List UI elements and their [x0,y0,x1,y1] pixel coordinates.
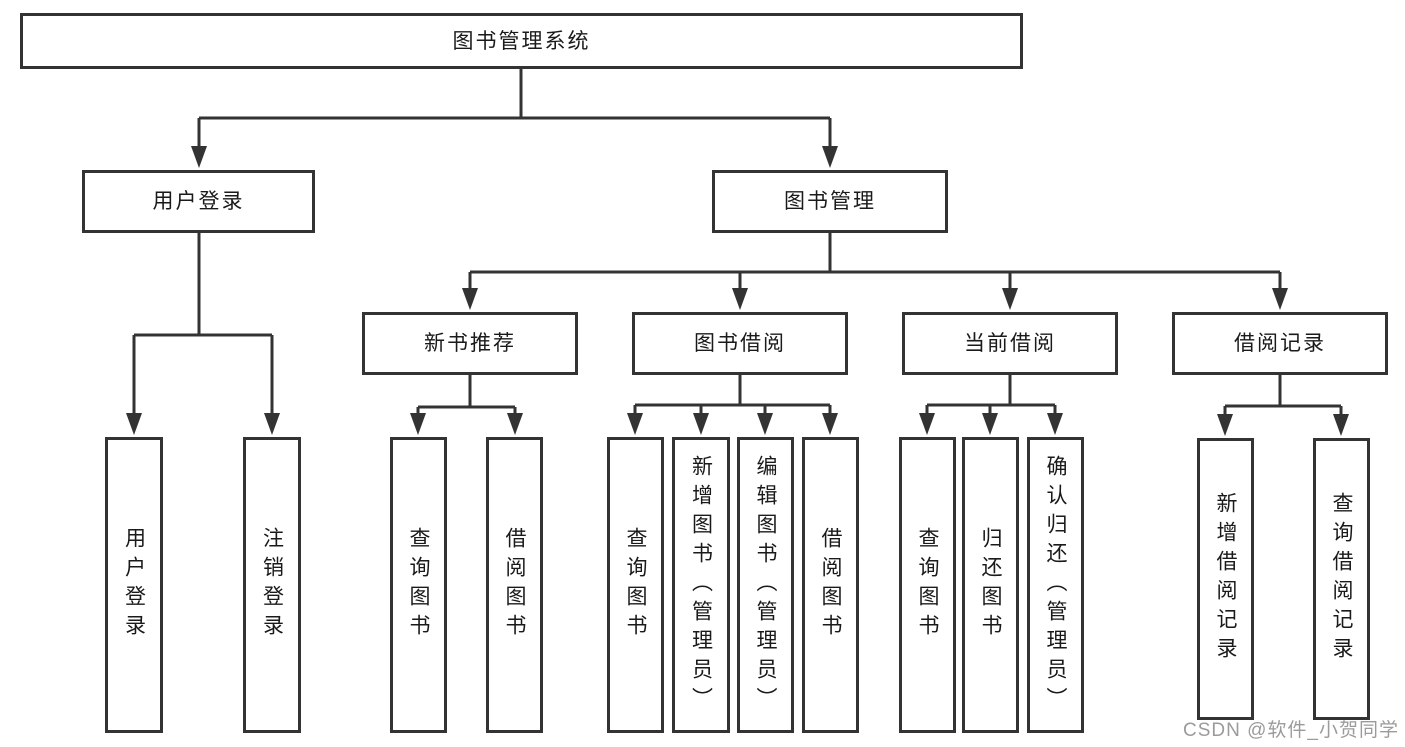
node-book-management: 图书管理 [712,170,948,233]
leaf-query-books: 查询图书 [390,437,447,733]
leaf-add-borrow-record: 新增借阅记录 [1197,438,1254,720]
leaf-query-borrow-record: 查询借阅记录 [1313,438,1370,720]
node-current-borrowing: 当前借阅 [902,312,1118,375]
leaf-user-login: 用户登录 [105,437,163,733]
node-book-borrowing: 图书借阅 [632,312,848,375]
arrowheads [126,146,1349,436]
leaf-edit-books-admin: 编辑图书（管理员） [737,437,794,733]
leaf-add-books-admin: 新增图书（管理员） [672,437,730,733]
node-library-management-system: 图书管理系统 [20,13,1023,69]
leaf-confirm-return-admin: 确认归还（管理员） [1027,437,1084,733]
leaf-return-books: 归还图书 [962,437,1019,733]
node-borrowing-records: 借阅记录 [1172,312,1388,375]
leaf-query-books: 查询图书 [899,437,956,733]
leaf-borrow-books: 借阅图书 [802,437,859,733]
node-new-book-recommendation: 新书推荐 [362,312,578,375]
csdn-watermark: CSDN @软件_小贺同学 [1183,720,1399,741]
tree-edges [132,69,1343,420]
leaf-query-books: 查询图书 [607,437,664,733]
node-user-login: 用户登录 [82,170,315,233]
leaf-logout: 注销登录 [243,437,301,733]
leaf-borrow-books: 借阅图书 [486,437,543,733]
